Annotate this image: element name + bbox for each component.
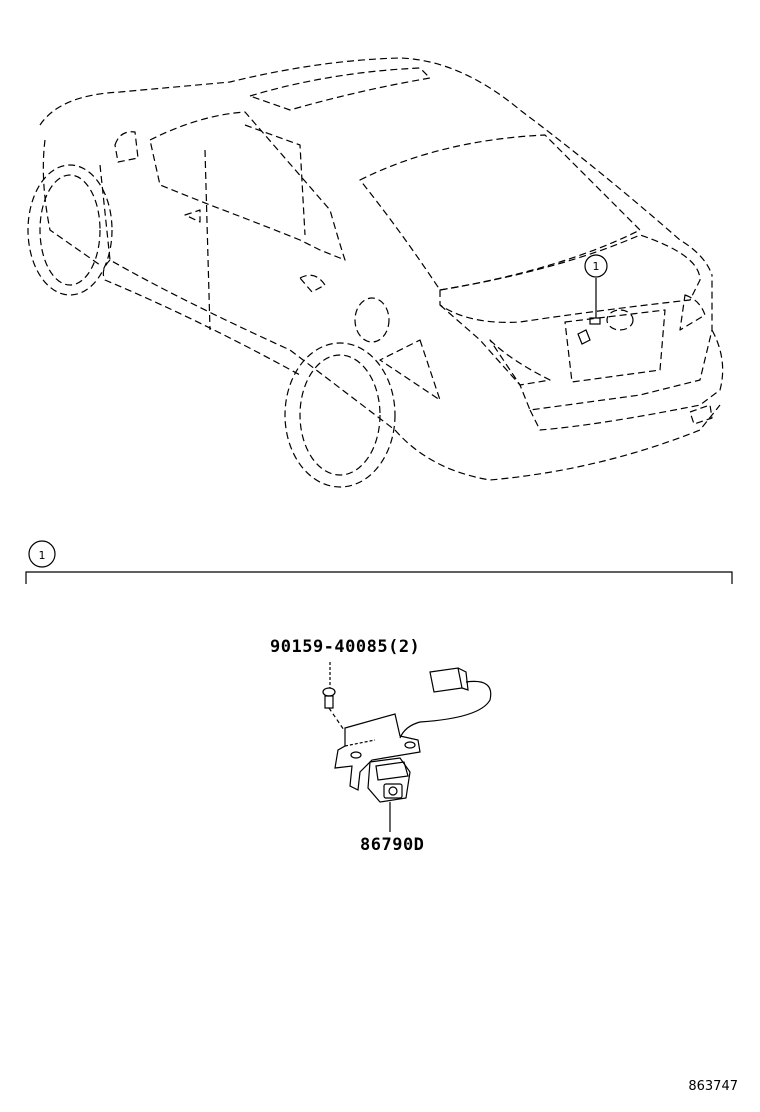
svg-text:1: 1	[39, 549, 46, 562]
camera-bracket	[334, 713, 421, 791]
section-marker: 1	[28, 540, 56, 568]
part-number-bolt: 90159-40085(2)	[270, 637, 421, 657]
camera-cable	[399, 667, 492, 739]
callout-circle: 1	[584, 254, 608, 278]
section-bracket	[25, 571, 733, 584]
svg-text:1: 1	[593, 260, 600, 273]
camera-location-marker	[577, 278, 601, 345]
camera-icon	[367, 757, 411, 832]
bolt-icon	[322, 662, 345, 731]
part-number-camera: 86790D	[360, 835, 425, 855]
diagram-id: 863747	[688, 1079, 738, 1094]
car-outline	[27, 57, 724, 488]
